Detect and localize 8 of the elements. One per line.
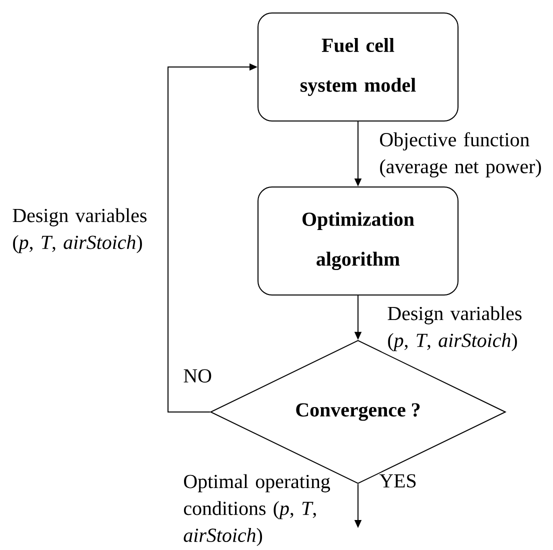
edge-label: Optimal operating conditions (p, T, airStoich) [184,474,330,546]
process-box: Fuel cell system model [258,12,458,122]
branch-label: NO [184,369,212,383]
branch-label: YES [379,474,416,488]
edge-label: Objective function (average net power) [380,132,541,178]
process-box: Optimization algorithm [258,186,458,296]
edge-label: Design variables (p, T, airStoich) [388,306,522,352]
edge-label: Design variables (p, T, airStoich) [12,208,146,254]
